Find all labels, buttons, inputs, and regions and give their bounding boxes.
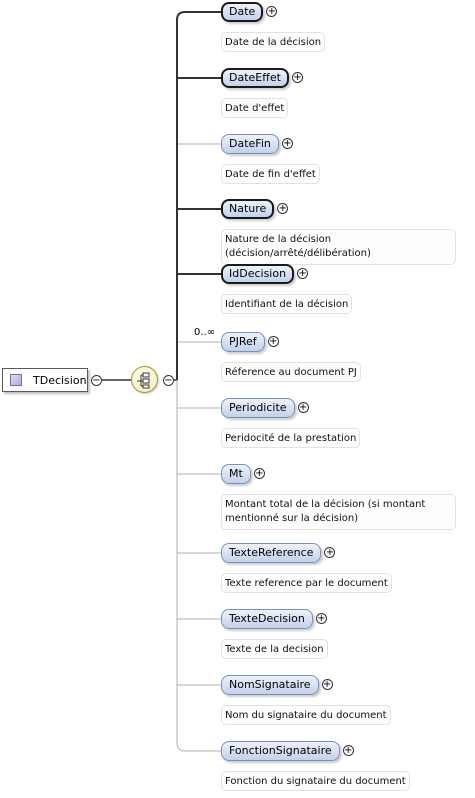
documentation-note: Texte reference par le document <box>221 573 392 593</box>
expand-toggle[interactable]: + <box>281 138 293 149</box>
root-complex-type-box[interactable]: TDecision <box>2 368 88 392</box>
expand-toggle[interactable]: + <box>297 402 309 413</box>
documentation-note: Nom du signataire du document <box>221 705 391 725</box>
element-box-iddecision[interactable]: IdDecision <box>221 264 295 284</box>
expand-toggle[interactable]: + <box>315 613 327 624</box>
root-type-label: TDecision <box>33 374 87 387</box>
element-box-fonctionsignataire[interactable]: FonctionSignataire <box>221 741 340 761</box>
element-box-mt[interactable]: Mt <box>221 464 251 484</box>
documentation-note: Montant total de la décision (si montant… <box>221 494 456 530</box>
element-box-dateeffet[interactable]: DateEffet <box>221 68 289 88</box>
element-box-nature[interactable]: Nature <box>221 199 275 219</box>
expand-toggle[interactable]: + <box>266 6 278 17</box>
root-collapse-toggle[interactable]: − <box>91 375 102 386</box>
complex-type-icon <box>10 374 22 386</box>
documentation-note: Date de la décision <box>221 32 326 52</box>
expand-toggle[interactable]: + <box>267 336 279 347</box>
element-box-date[interactable]: Date <box>221 2 264 22</box>
cardinality-label: 0..∞ <box>194 327 216 338</box>
documentation-note: Date d'effet <box>221 98 289 118</box>
documentation-note: Réference au document PJ <box>221 362 361 382</box>
documentation-note: Nature de la décision (décision/arrêté/d… <box>221 229 456 265</box>
expand-toggle[interactable]: + <box>277 203 289 214</box>
documentation-note: Date de fin d'effet <box>221 164 320 184</box>
documentation-note: Identifiant de la décision <box>221 294 353 314</box>
element-box-textedecision[interactable]: TexteDecision <box>221 609 313 629</box>
expand-toggle[interactable]: + <box>324 547 336 558</box>
expand-toggle[interactable]: + <box>253 468 265 479</box>
element-box-periodicite[interactable]: Periodicite <box>221 398 295 418</box>
expand-toggle[interactable]: + <box>342 745 354 756</box>
branch-line <box>176 742 221 752</box>
documentation-note: Peridocité de la prestation <box>221 428 361 448</box>
expand-toggle[interactable]: + <box>291 72 303 83</box>
sequence-compositor[interactable] <box>131 366 158 393</box>
sequence-collapse-toggle[interactable]: − <box>163 375 174 386</box>
element-box-datefin[interactable]: DateFin <box>221 134 279 154</box>
expand-toggle[interactable]: + <box>321 679 333 690</box>
sequence-compositor-icon <box>137 372 150 389</box>
element-box-nomsignataire[interactable]: NomSignataire <box>221 675 319 695</box>
expand-toggle[interactable]: + <box>297 268 309 279</box>
branch-line <box>176 11 221 21</box>
documentation-note: Texte de la decision <box>221 639 328 659</box>
element-box-pjref[interactable]: PJRef <box>221 332 265 352</box>
element-box-textereference[interactable]: TexteReference <box>221 543 322 563</box>
documentation-note: Fonction du signataire du document <box>221 771 410 791</box>
